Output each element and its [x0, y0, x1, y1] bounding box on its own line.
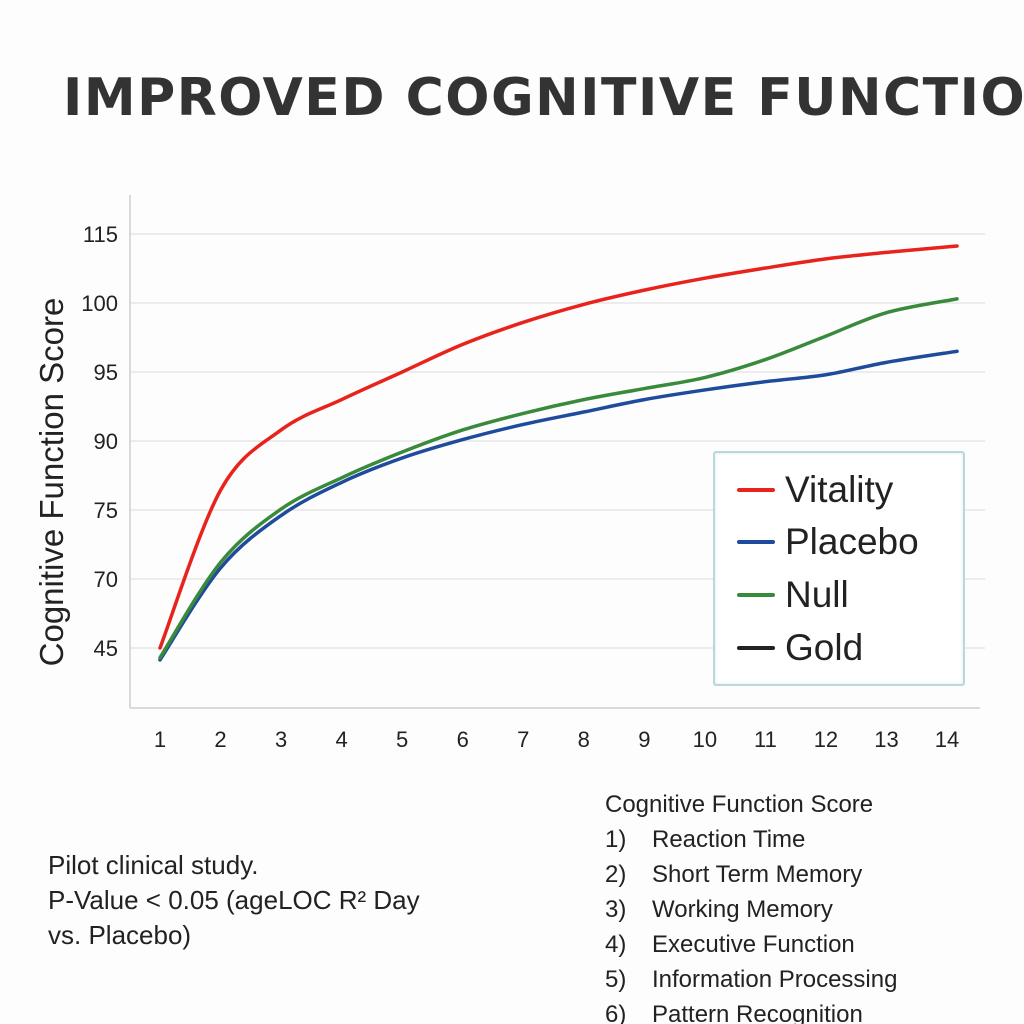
legend-item-placebo: Placebo [737, 521, 919, 563]
chart-title: IMPROVED COGNITIVE FUNCTION [63, 68, 1024, 128]
x-tick-label: 3 [275, 727, 287, 752]
note-line: P-Value < 0.05 (ageLOC R² Day [48, 885, 420, 915]
y-tick-label: 45 [94, 636, 118, 661]
list-num: 1) [605, 826, 627, 853]
note-line: vs. Placebo) [48, 920, 192, 950]
score-components: Cognitive Function Score 1) Reaction Time… [605, 787, 897, 1024]
y-tick-label: 100 [81, 291, 118, 316]
list-label: Reaction Time [652, 826, 806, 853]
x-tick-label: 1 [154, 727, 166, 752]
x-tick-label: 5 [396, 727, 408, 752]
list-item: 2) Short Term Memory [605, 857, 897, 892]
legend-label: Vitality [785, 469, 894, 510]
legend-swatch [737, 488, 775, 492]
series-line-placebo [158, 349, 959, 662]
x-tick-label: 2 [214, 727, 226, 752]
y-tick-label: 115 [83, 222, 118, 247]
list-num: 2) [605, 861, 627, 888]
series-line-null [158, 297, 959, 660]
list-item: 1) Reaction Time [605, 822, 897, 857]
x-tick-label: 4 [335, 727, 347, 752]
list-label: Executive Function [652, 931, 855, 958]
list-num: 5) [605, 966, 627, 993]
legend-label: Null [785, 574, 849, 615]
legend-item-null: Null [737, 574, 849, 616]
x-tick-label: 11 [754, 727, 777, 752]
legend-swatch [737, 646, 775, 650]
x-tick-label: 14 [935, 727, 959, 752]
list-item: 5) Information Processing [605, 962, 897, 997]
list-label: Pattern Recognition [652, 1001, 863, 1024]
list-item: 4) Executive Function [605, 927, 897, 962]
x-tick-label: 9 [638, 727, 650, 752]
series-line-vitality [158, 244, 959, 650]
legend-swatch [737, 540, 775, 544]
list-num: 3) [605, 896, 627, 923]
note-line: Pilot clinical study. [48, 850, 259, 880]
y-axis-label: Cognitive Function Score [33, 297, 70, 667]
y-tick-label: 95 [94, 360, 118, 385]
list-item: 3) Working Memory [605, 892, 897, 927]
y-tick-label: 75 [94, 498, 118, 523]
legend-swatch [737, 593, 775, 597]
list-label: Short Term Memory [652, 861, 863, 888]
list-item: 6) Pattern Recognition [605, 997, 897, 1024]
list-num: 6) [605, 1001, 627, 1024]
x-tick-label: 6 [457, 727, 469, 752]
y-tick-label: 90 [94, 429, 118, 454]
x-tick-label: 13 [874, 727, 898, 752]
x-tick-label: 7 [517, 727, 529, 752]
study-note: Pilot clinical study. P-Value < 0.05 (ag… [48, 848, 420, 953]
legend-label: Gold [785, 627, 864, 668]
y-tick-label: 70 [94, 567, 118, 592]
legend: Vitality Placebo Null Gold [713, 451, 965, 686]
legend-item-vitality: Vitality [737, 469, 893, 511]
list-num: 4) [605, 931, 627, 958]
legend-item-gold: Gold [737, 627, 863, 669]
legend-label: Placebo [785, 521, 919, 562]
list-label: Information Processing [652, 966, 898, 993]
list-label: Working Memory [652, 896, 833, 923]
list-title: Cognitive Function Score [605, 791, 874, 818]
x-tick-label: 10 [693, 727, 717, 752]
x-tick-label: 12 [814, 727, 838, 752]
x-tick-label: 8 [578, 727, 590, 752]
